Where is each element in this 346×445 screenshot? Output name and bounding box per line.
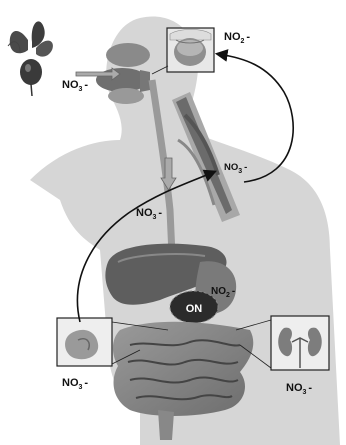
svg-text:NO3-: NO3- [136,207,162,221]
svg-text:NO2-: NO2- [224,31,250,45]
label-no3-kidney: NO3- [286,382,312,396]
on-label: ON [186,303,203,315]
beetroot-icon [8,21,53,96]
label-no2-tongue: NO2- [224,31,250,45]
svg-text:NO3-: NO3- [62,377,88,391]
svg-text:NO3-: NO3- [286,382,312,396]
label-no3-gut: NO3- [62,377,88,391]
svg-text:NO3-: NO3- [62,79,88,93]
label-no3-esophagus: NO3- [136,207,162,221]
label-no3-mouth: NO3- [62,79,88,93]
